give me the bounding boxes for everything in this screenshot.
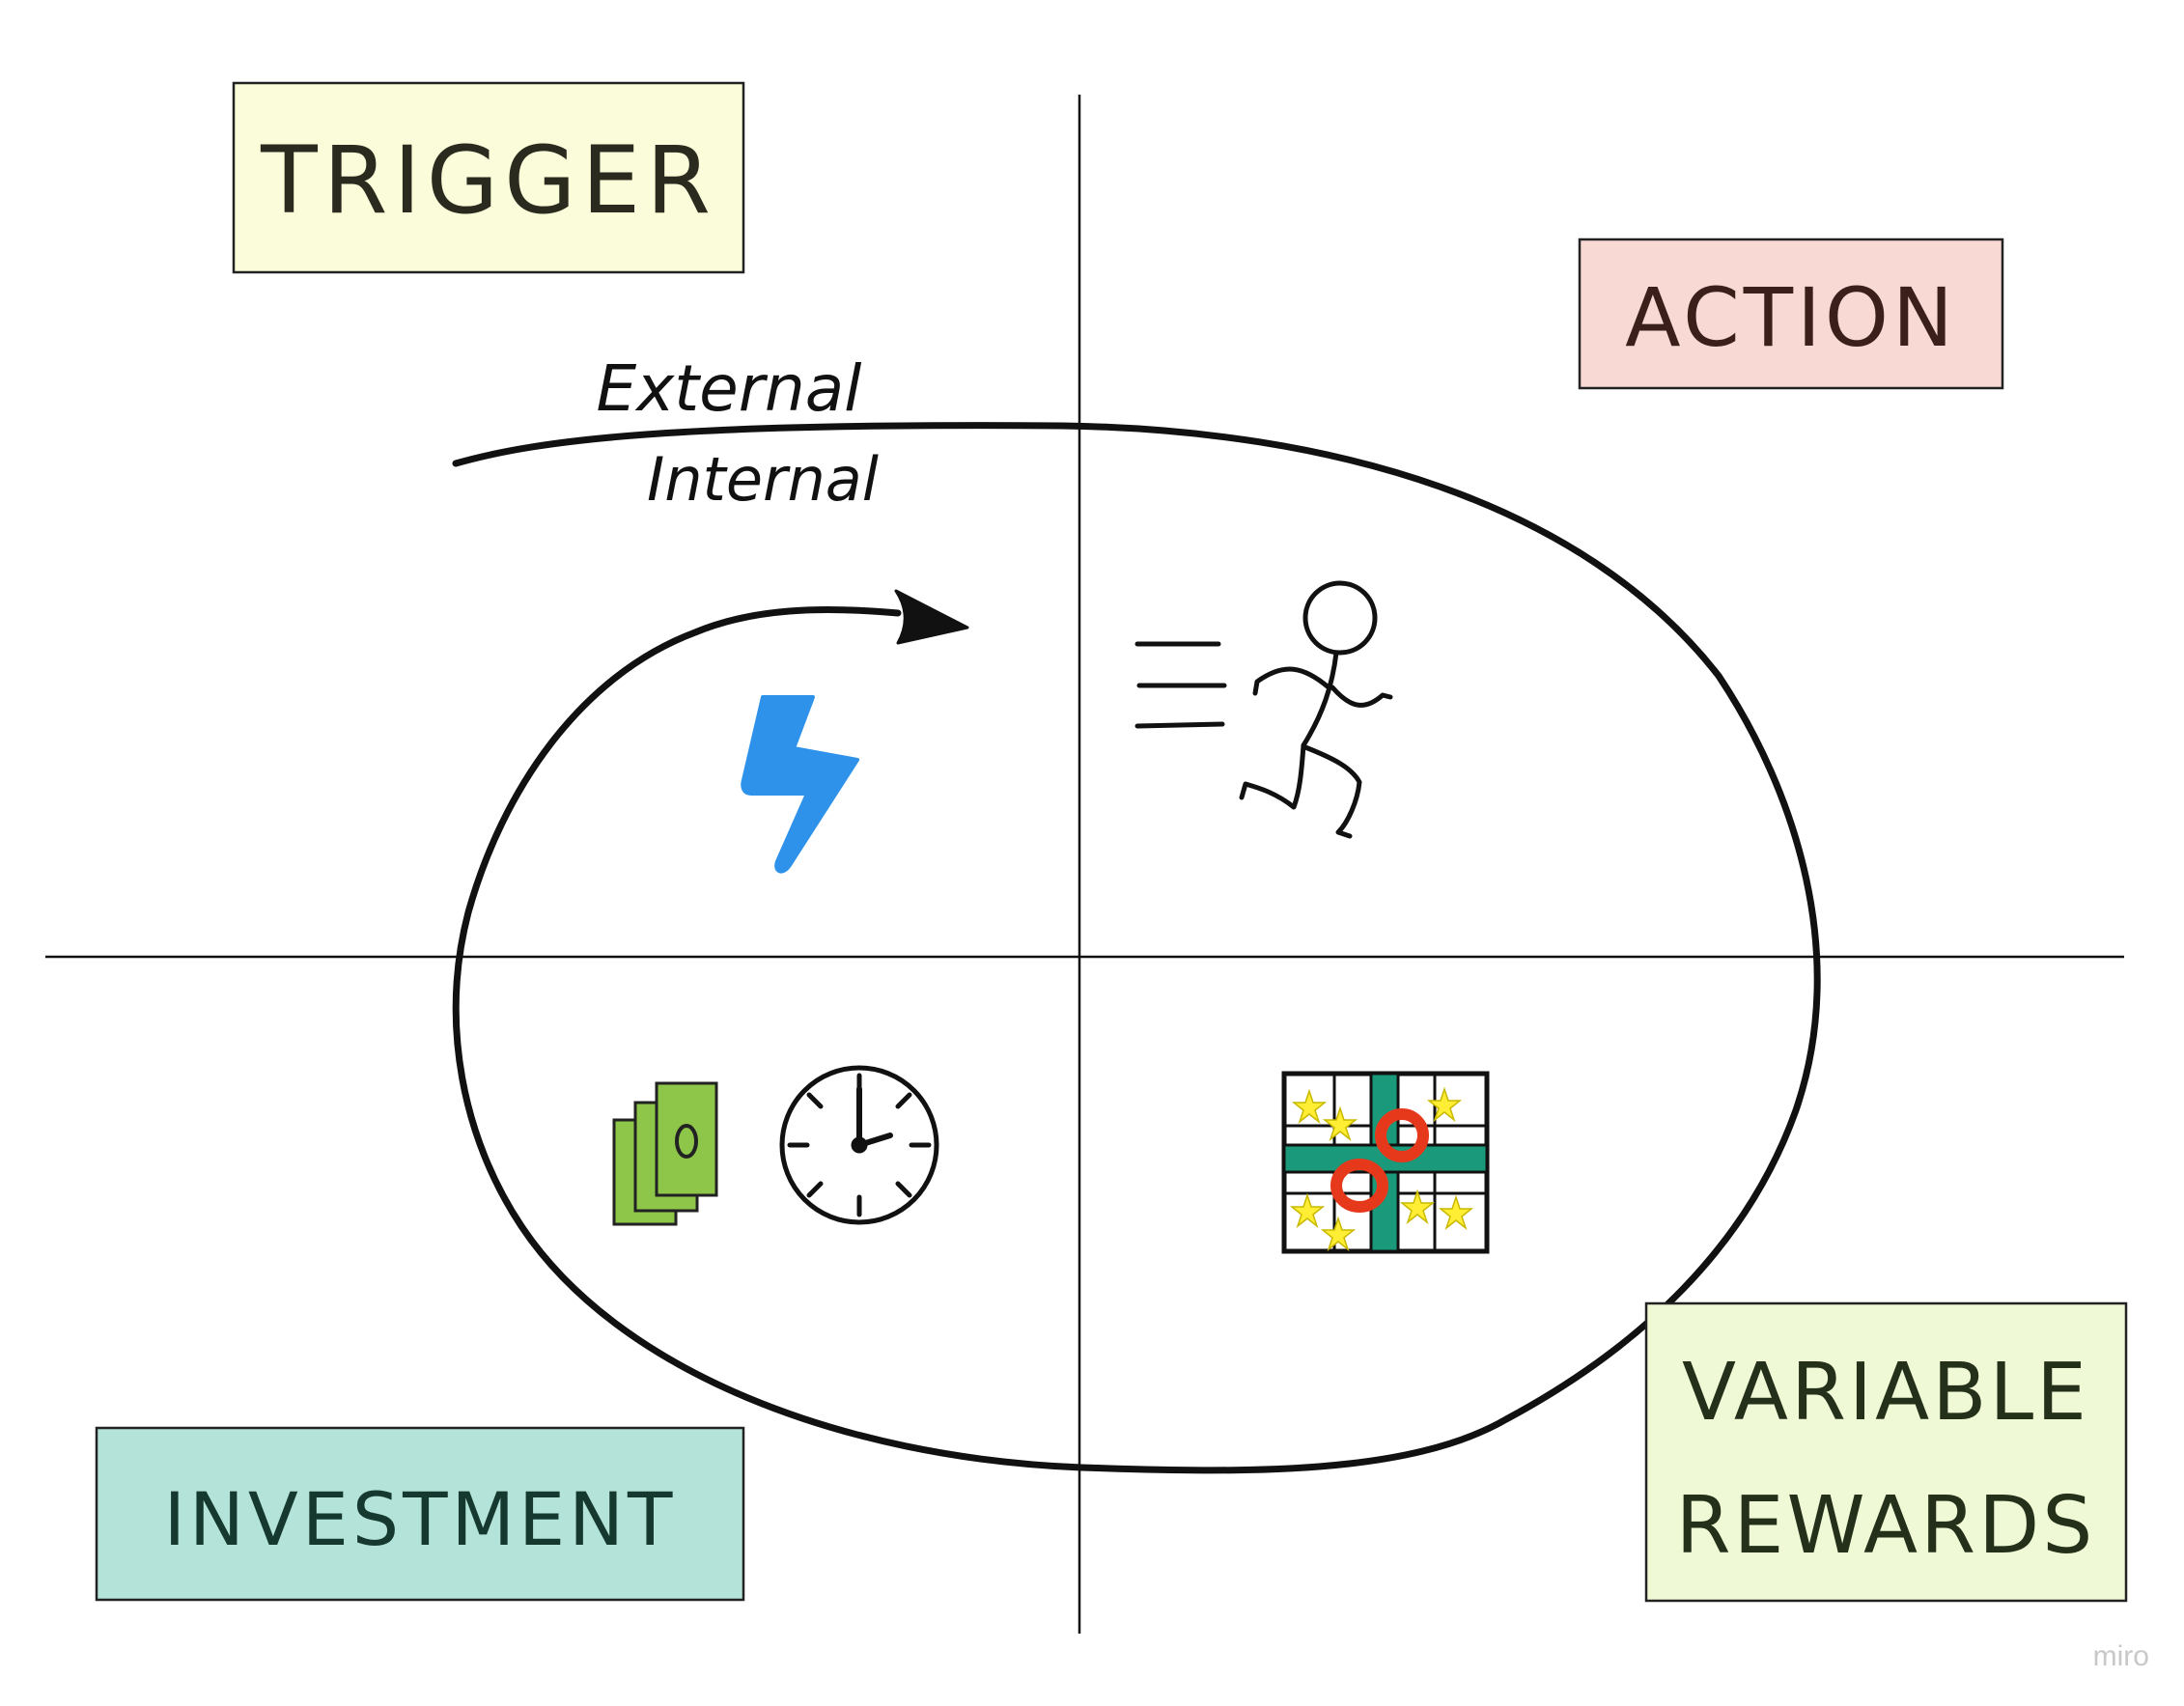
- gift-box-icon: [1281, 1071, 1490, 1254]
- quadrant-axes: [45, 95, 2124, 1634]
- runner-arm-right: [1330, 685, 1393, 708]
- miro-watermark: miro: [2093, 1640, 2149, 1672]
- clock-icon: [779, 1065, 939, 1225]
- external-label: External: [597, 351, 863, 426]
- running-person-icon: [1134, 580, 1393, 839]
- sticky-action-bg: [1578, 238, 2004, 390]
- sticky-investment-label: INVESTMENT: [164, 1476, 677, 1562]
- hook-loop: [452, 422, 1821, 1474]
- runner-leg-back: [1239, 742, 1306, 810]
- sticky-investment-bg: [95, 1426, 745, 1602]
- sticky-trigger-bg: [232, 81, 745, 274]
- sticky-trigger[interactable]: TRIGGER: [232, 81, 745, 274]
- sticky-action[interactable]: ACTION: [1578, 238, 2004, 390]
- external-internal-divider: [452, 422, 1066, 467]
- internal-label: Internal: [647, 444, 879, 515]
- loop-arrowhead: [894, 589, 969, 645]
- lightning-bolt-icon: [741, 695, 859, 874]
- runner-leg-front: [1302, 744, 1362, 839]
- speed-line-3: [1134, 721, 1225, 729]
- runner-head: [1302, 580, 1378, 656]
- sticky-variable-rewards[interactable]: VARIABLE REWARDS: [1644, 1301, 2128, 1603]
- runner-body: [1301, 650, 1339, 748]
- money-stack-icon: [612, 1081, 718, 1226]
- sticky-action-label: ACTION: [1625, 270, 1957, 365]
- sticky-investment[interactable]: INVESTMENT: [95, 1426, 745, 1602]
- sticky-variable-rewards-line1: VARIABLE: [1682, 1347, 2089, 1439]
- sticky-trigger-label: TRIGGER: [260, 126, 716, 235]
- sticky-variable-rewards-line2: REWARDS: [1676, 1480, 2096, 1572]
- runner-arm-left: [1252, 666, 1331, 696]
- sticky-variable-rewards-bg: [1644, 1301, 2128, 1603]
